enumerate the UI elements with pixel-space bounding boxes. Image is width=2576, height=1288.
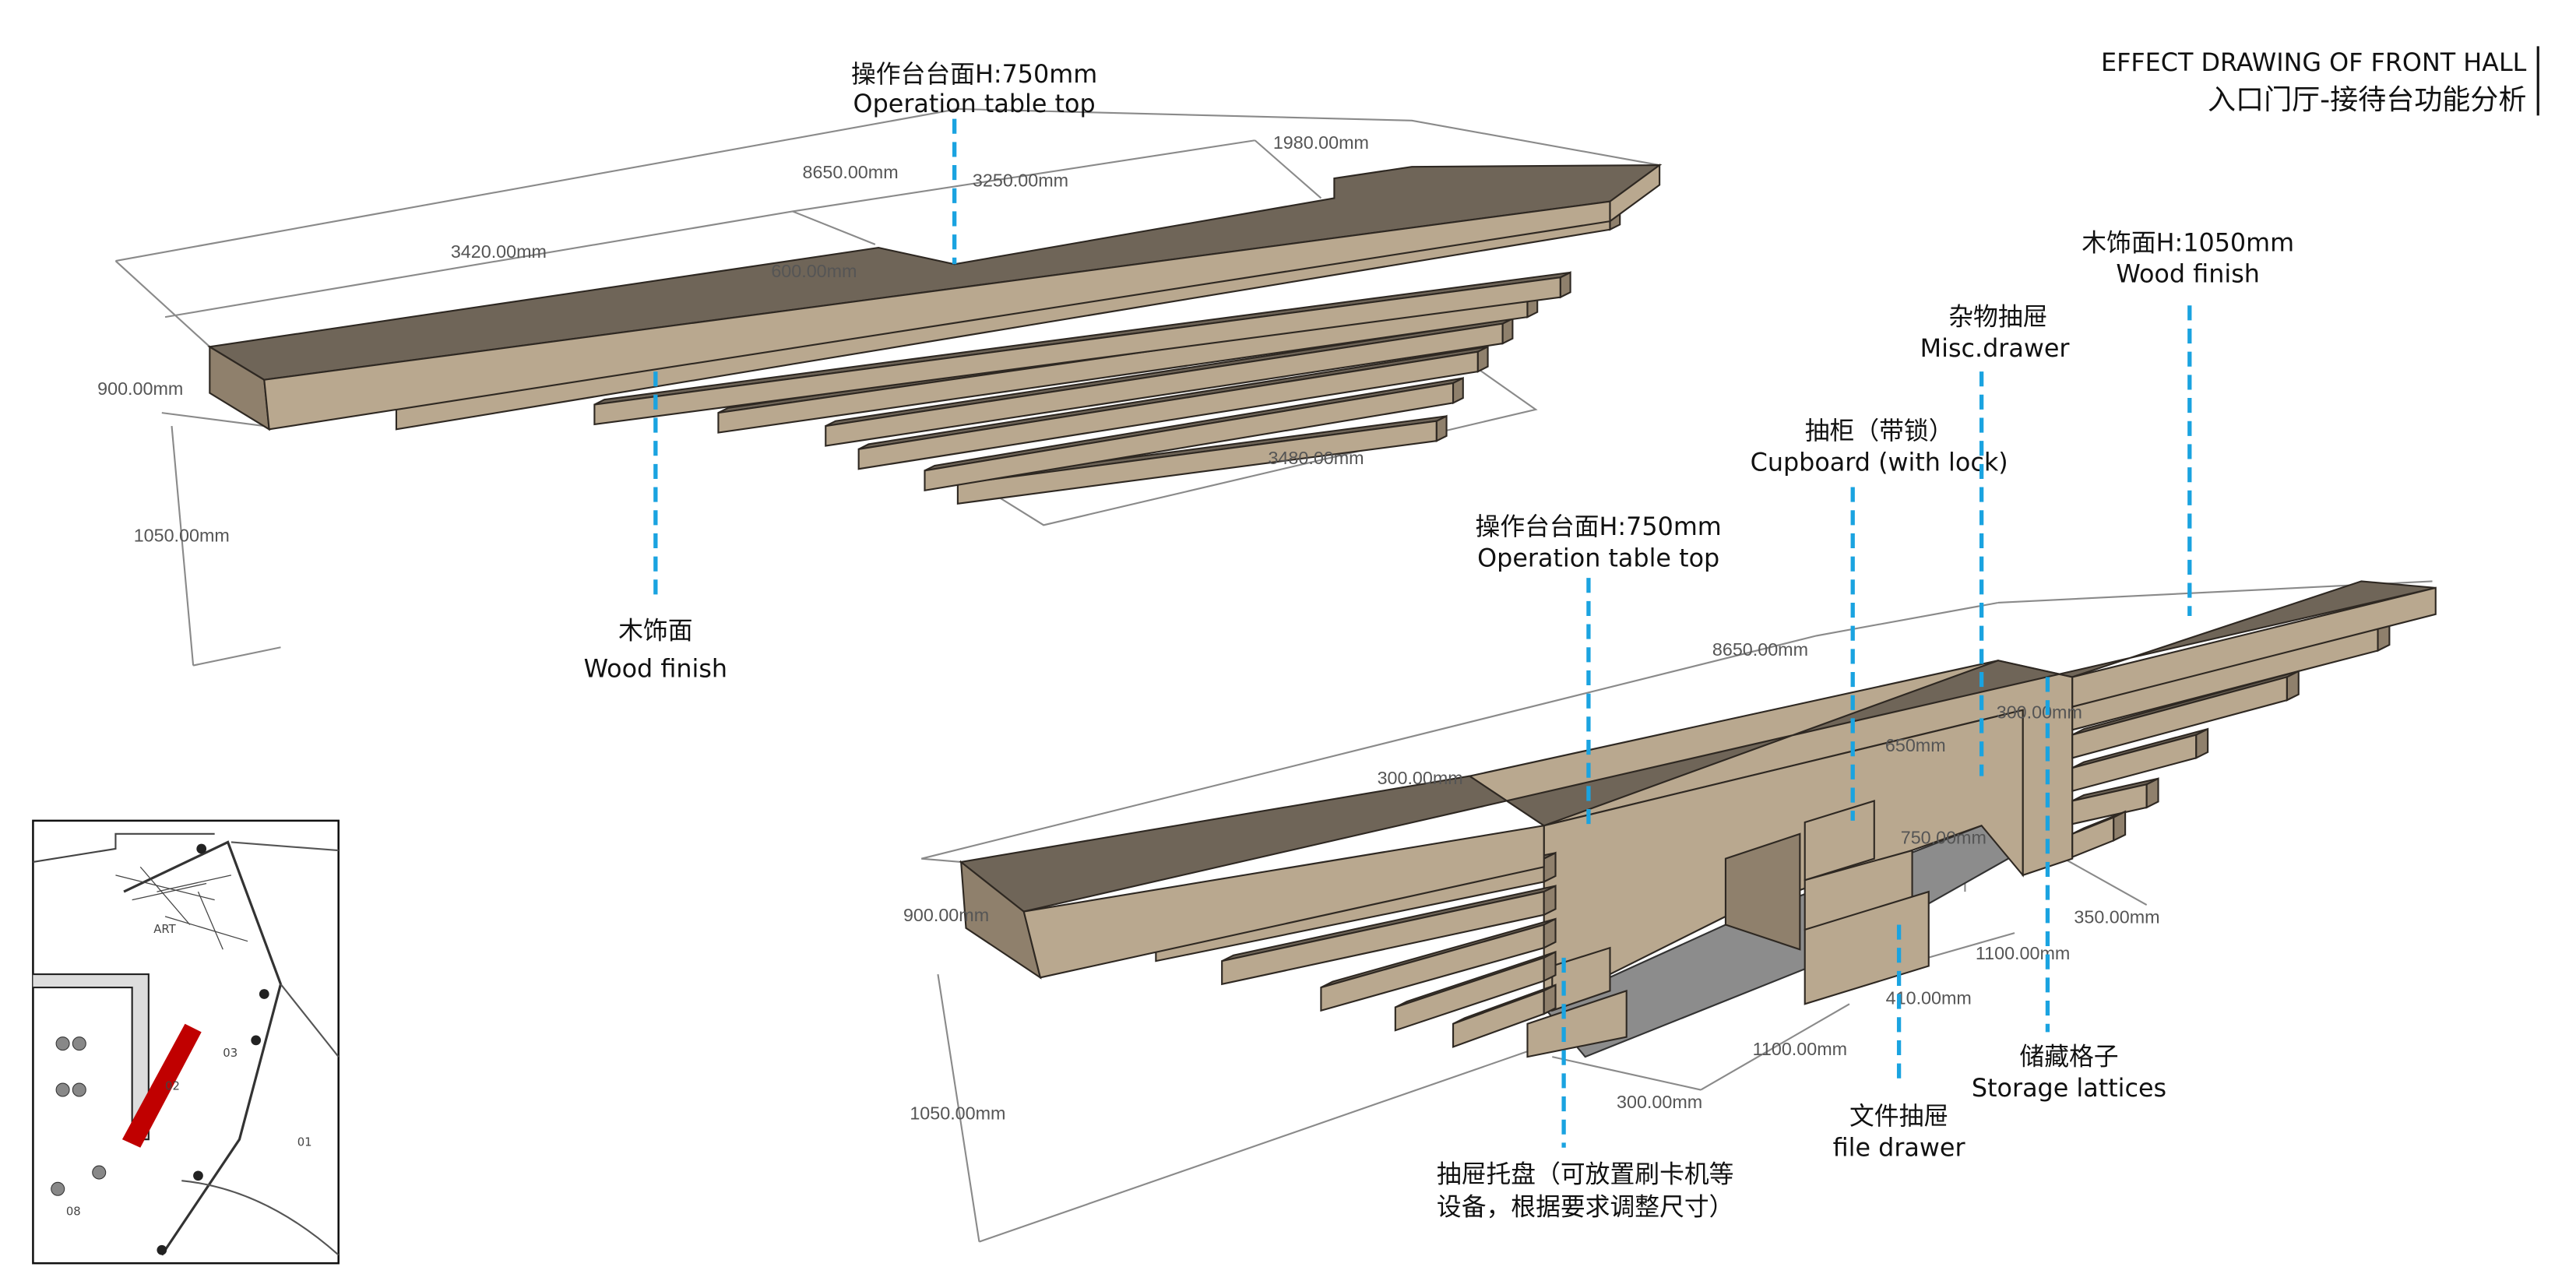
wood-step-bar [1476,345,1489,373]
wood-step-bar [1543,917,1557,949]
room-label: 03 [223,1047,238,1060]
label-storage-en: Storage lattices [1972,1074,2166,1103]
dim-left-length: 3420.00mm [451,241,547,262]
room-label: ART [153,923,176,936]
dim-step: 600.00mm [771,261,857,281]
title-cn: 入口门厅-接待台功能分析 [2208,84,2526,116]
wood-steps [1155,620,2391,1048]
dim-right-1100: 1100.00mm [1976,943,2070,963]
title-block: EFFECT DRAWING OF FRONT HALL 入口门厅-接待台功能分… [2101,46,2539,116]
label-storage-cn: 储藏格子 [2019,1043,2118,1072]
wood-step-bar [2195,727,2209,760]
dim-mid-1100: 1100.00mm [1753,1039,1847,1059]
label-wood-en: Wood finish [2116,260,2260,289]
wood-step-bar [1559,271,1571,299]
label-table-top-en: Operation table top [853,90,1096,118]
wood-step-bar [1543,884,1557,917]
dim-mid-length: 3250.00mm [973,171,1068,191]
wood-step-bar [2113,810,2127,843]
wood-step-bar [2286,670,2300,702]
wood-step-bar [1543,851,1557,884]
dim-tray-300: 300.00mm [1617,1092,1702,1112]
reception-desk-model-top: 8650.00mm 3250.00mm 1980.00mm 3420.00mm … [97,60,1663,683]
label-tray-cn-2: 设备，根据要求调整尺寸） [1437,1193,1734,1222]
dim-bottom-length: 3480.00mm [1268,448,1364,468]
top-slab [959,580,2437,980]
dim-total-length: 8650.00mm [1712,639,1808,660]
label-wood-cn: 木饰面 [618,617,692,646]
label-table-top-cn: 操作台台面H:750mm [851,60,1097,89]
dim-right-length: 1980.00mm [1273,132,1369,153]
room-label: 08 [66,1205,81,1219]
dim-lattice-width: 350.00mm [2074,906,2159,927]
dim-depth: 900.00mm [903,905,989,925]
label-table-top-cn: 操作台台面H:750mm [1476,512,1722,541]
room-label: 01 [297,1136,312,1149]
dim-right-width: 300.00mm [1997,702,2082,722]
label-file-en: file drawer [1833,1133,1966,1162]
dim-height: 1050.00mm [910,1103,1005,1124]
top-slab [207,163,1663,431]
label-wood-cn: 木饰面H:1050mm [2082,228,2294,257]
dimension-lines [114,107,1660,667]
dim-total-length: 8650.00mm [803,162,899,182]
floor-plan-key: ART 03 02 01 08 [32,819,340,1265]
dim-well-width: 300.00mm [1378,768,1463,788]
label-misc-en: Misc.drawer [1920,334,2071,363]
wood-step-bar [1435,414,1448,442]
dim-drawer-depth: 650mm [1885,735,1946,755]
cabinet-interior [1467,660,2074,1058]
reception-desk-model-back: 8650.00mm 900.00mm 300.00mm 300.00mm 650… [903,228,2437,1243]
dim-table-height: 750.00mm [1901,828,1987,848]
label-tray-cn-1: 抽屉托盘（可放置刷卡机等 [1437,1160,1734,1188]
dim-depth: 900.00mm [97,378,183,399]
wood-step-bar [2145,777,2159,809]
label-misc-cn: 杂物抽屉 [1948,303,2047,332]
wood-step-bar [1452,376,1464,405]
label-cupboard-en: Cupboard (with lock) [1751,448,2008,477]
title-en: EFFECT DRAWING OF FRONT HALL [2101,48,2527,77]
label-wood-en: Wood finish [584,654,728,683]
label-table-top-en: Operation table top [1477,544,1719,572]
wood-step-bar [1543,950,1557,983]
wood-step-bar [1501,317,1514,345]
reception-desk-highlight [121,1023,202,1148]
room-label: 02 [165,1080,180,1093]
wood-step-bar [1543,984,1557,1015]
label-cupboard-cn: 抽柜（带锁） [1805,417,1954,445]
label-file-cn: 文件抽屉 [1849,1102,1948,1131]
dim-height: 1050.00mm [134,526,230,546]
file-drawers [1804,800,1930,1005]
